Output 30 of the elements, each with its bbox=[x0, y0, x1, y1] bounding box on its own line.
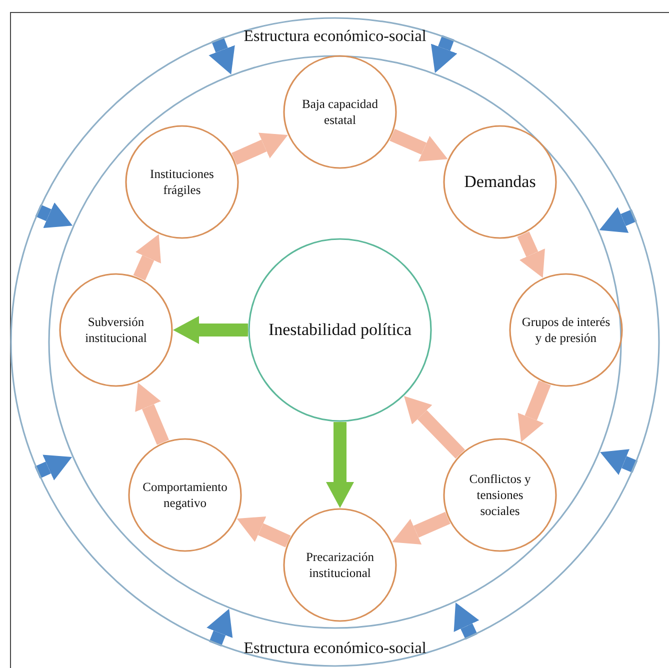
circle-label: Grupos de interés y de presión bbox=[522, 314, 610, 346]
circle-label: Demandas bbox=[464, 170, 536, 193]
block-arrow bbox=[392, 512, 450, 545]
block-arrow bbox=[231, 132, 288, 165]
block-arrow bbox=[404, 396, 465, 459]
block-arrow bbox=[206, 608, 233, 646]
circle-label: Baja capacidad estatal bbox=[300, 96, 379, 128]
circle-label: Comportamiento negativo bbox=[142, 478, 228, 512]
circle-label: Subversión institucional bbox=[84, 314, 148, 346]
block-arrow bbox=[35, 202, 73, 228]
circle-label: Instituciones frágiles bbox=[149, 166, 215, 198]
block-arrow bbox=[390, 128, 448, 162]
block-arrow bbox=[133, 234, 161, 281]
circle-label: Inestabilidad política bbox=[268, 318, 412, 341]
block-arrow bbox=[173, 316, 248, 344]
block-arrow bbox=[518, 380, 551, 442]
block-arrow bbox=[599, 207, 637, 233]
block-arrow bbox=[326, 422, 354, 508]
block-arrow bbox=[34, 454, 72, 480]
ring-title: Estructura económico-social bbox=[244, 639, 426, 659]
block-arrow bbox=[236, 516, 291, 548]
block-arrow bbox=[431, 35, 458, 73]
circle-label: Precarización institucional bbox=[304, 548, 375, 582]
block-arrow bbox=[208, 36, 235, 74]
block-arrow bbox=[454, 602, 480, 640]
ring-title: Estructura económico-social bbox=[244, 27, 426, 47]
block-arrow bbox=[517, 231, 545, 278]
block-arrow bbox=[600, 449, 638, 476]
block-arrow bbox=[135, 382, 169, 445]
circle-label: Conflictos y tensiones sociales bbox=[468, 470, 532, 520]
